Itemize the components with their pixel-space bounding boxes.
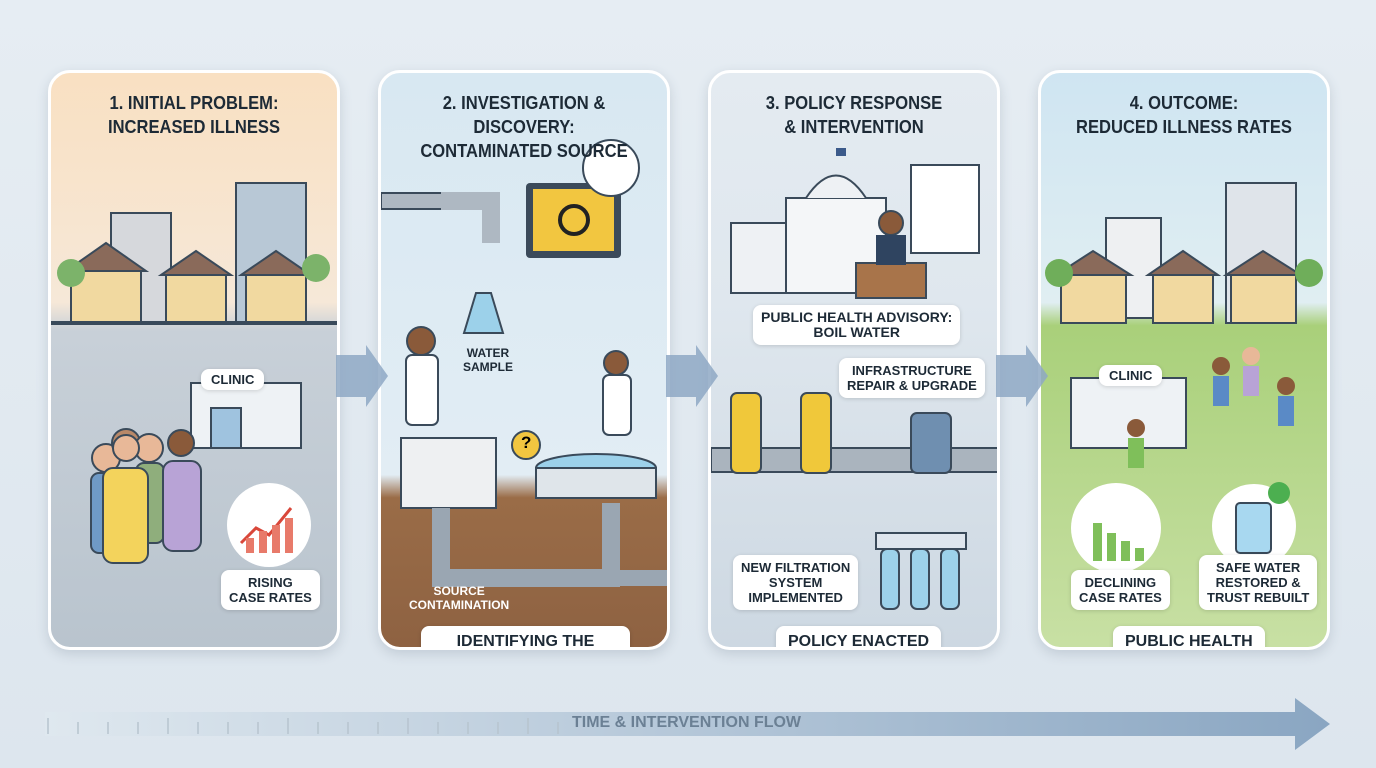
- arrow-right-icon: [996, 345, 1048, 407]
- panel-title: 3. POLICY RESPONSE & INTERVENTION: [765, 93, 943, 137]
- safe-water-label: SAFE WATER RESTORED & TRUST REBUILT: [1199, 555, 1318, 610]
- arrow-right-icon: [336, 345, 388, 407]
- time-flow-label: TIME & INTERVENTION FLOW: [572, 714, 802, 731]
- boil-water-advisory-label: PUBLIC HEALTH ADVISORY: BOIL WATER: [753, 305, 961, 345]
- neighborhood-illustration: [51, 182, 337, 567]
- public-health-improved-caption: PUBLIC HEALTH IMPROVED: [1113, 626, 1265, 647]
- panel-title: 2. INVESTIGATION & DISCOVERY: CONTAMINAT…: [420, 93, 628, 161]
- rising-case-rates-label: RISING CASE RATES: [221, 570, 320, 610]
- recovered-neighborhood-illustration: [1045, 182, 1323, 573]
- water-sample-label: WATER SAMPLE: [463, 346, 514, 374]
- government-illustration: [711, 148, 997, 610]
- question-mark: ?: [521, 433, 532, 452]
- panel-title: 4. OUTCOME: REDUCED ILLNESS RATES: [1076, 93, 1292, 137]
- panel-title: 1. INITIAL PROBLEM: INCREASED ILLNESS: [107, 93, 281, 137]
- panel-outcome: 4. OUTCOME: REDUCED ILLNESS RATES CLINIC…: [1038, 70, 1330, 650]
- filtration-system-label: NEW FILTRATION SYSTEM IMPLEMENTED: [733, 555, 859, 610]
- clinic-sign: CLINIC: [1099, 365, 1163, 386]
- panel-policy-response: 3. POLICY RESPONSE & INTERVENTION PUBLIC…: [708, 70, 1000, 650]
- laboratory-illustration: [381, 139, 667, 587]
- arrow-right-icon: [666, 345, 718, 407]
- clinic-sign: CLINIC: [201, 369, 265, 390]
- panel-initial-problem: 1. INITIAL PROBLEM: INCREASED ILLNESS CL…: [48, 70, 340, 650]
- infrastructure-repair-label: INFRASTRUCTURE REPAIR & UPGRADE: [839, 358, 985, 398]
- identifying-pathogen-caption: IDENTIFYING THE PATHOGEN & PATHWAY: [421, 626, 630, 647]
- source-contamination-label: SOURCE CONTAMINATION: [409, 584, 510, 612]
- panel-investigation: 2. INVESTIGATION & DISCOVERY: CONTAMINAT…: [378, 70, 670, 650]
- declining-case-rates-label: DECLINING CASE RATES: [1071, 570, 1170, 610]
- policy-enacted-caption: POLICY ENACTED & ACTION TAKEN: [776, 626, 942, 647]
- time-flow-arrow: [45, 698, 1330, 750]
